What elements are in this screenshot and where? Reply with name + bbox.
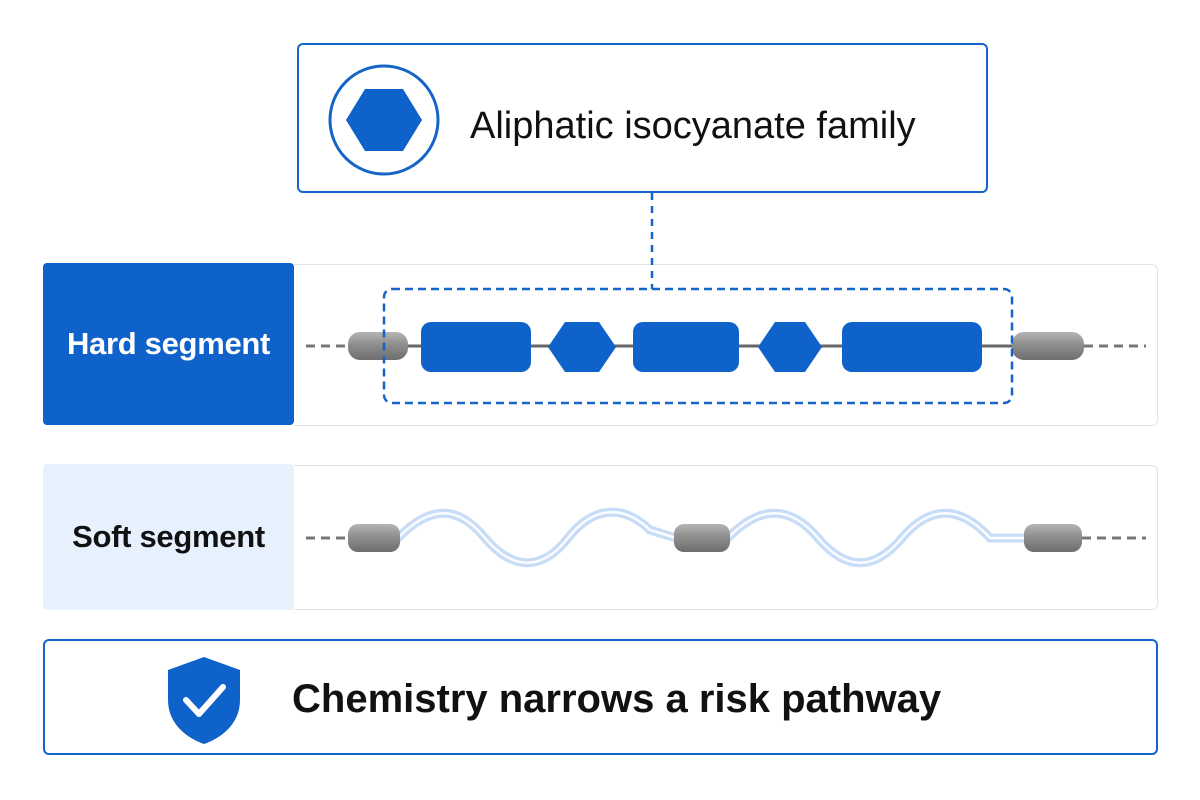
- family-title: Aliphatic isocyanate family: [470, 105, 916, 147]
- soft-segment-label-box: [43, 464, 294, 610]
- hard-segment-label-box: [43, 263, 294, 425]
- hard-segment-label: Hard segment: [66, 326, 271, 361]
- soft-segment-panel: [294, 465, 1158, 610]
- callout-text: Chemistry narrows a risk pathway: [292, 677, 942, 721]
- soft-segment-label: Soft segment: [72, 519, 265, 554]
- hard-segment-panel: [294, 264, 1158, 426]
